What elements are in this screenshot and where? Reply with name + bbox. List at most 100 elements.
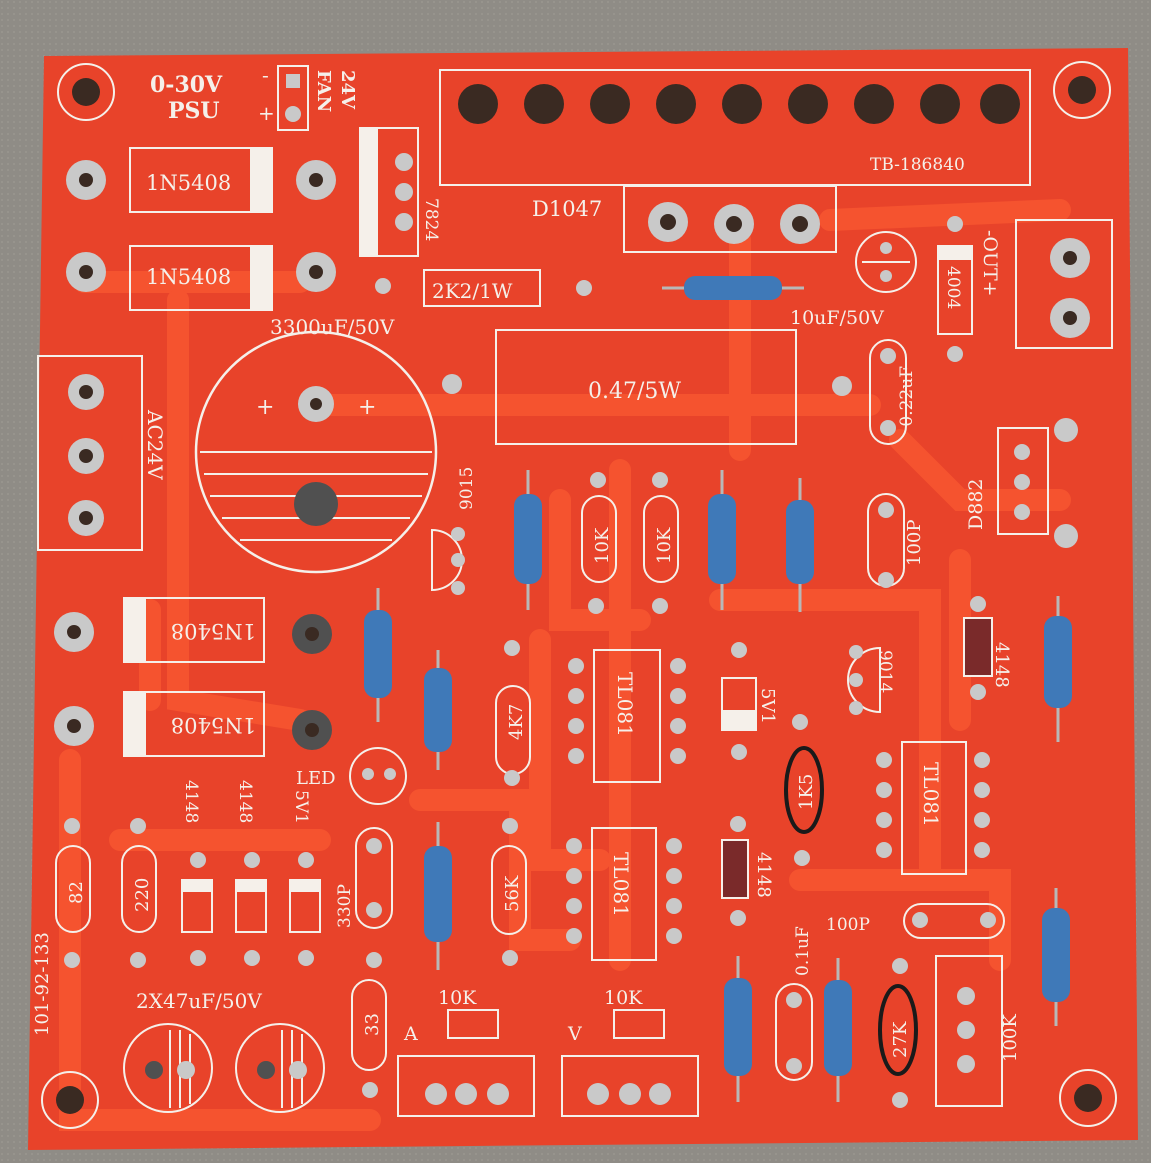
diode-4148-c: 4148 bbox=[235, 780, 267, 966]
part-code: 101-92-133 bbox=[32, 932, 53, 1036]
zener-5v1-b: 5V1 bbox=[289, 790, 321, 966]
pot-a-value: 10K bbox=[438, 987, 477, 1009]
diode-4004: 4004 bbox=[937, 216, 973, 362]
ic-tl081-b: TL081 bbox=[876, 741, 990, 875]
resistor-10k-a: 10K bbox=[581, 472, 617, 614]
zener-5v1-b-label: 5V1 bbox=[291, 790, 311, 824]
diode-4148-d-label: 4148 bbox=[753, 852, 774, 898]
diode-1-label: 1N5408 bbox=[146, 171, 231, 195]
cap-100p-a: 100P bbox=[867, 493, 925, 588]
fan-connector: - + FAN 24V bbox=[258, 63, 358, 131]
res-10k-b-label: 10K bbox=[654, 527, 675, 564]
resistor-2k2-label: 2K2/1W bbox=[432, 279, 513, 303]
res-10k-a-label: 10K bbox=[592, 527, 613, 564]
diode-2-label: 1N5408 bbox=[146, 265, 231, 289]
blue-resistors bbox=[364, 470, 1072, 1102]
ic-tl081-c-label: TL081 bbox=[609, 852, 633, 917]
pot-100k: 100K bbox=[935, 955, 1021, 1107]
pot-100k-label: 100K bbox=[1000, 1014, 1021, 1062]
regulator-7824-label: 7824 bbox=[421, 198, 441, 241]
caps-47uf-label: 2X47uF/50V bbox=[136, 989, 262, 1013]
led-label: LED bbox=[296, 768, 336, 789]
diode-1n5408-third: 1N5408 bbox=[54, 597, 332, 663]
diode-4148-a: 4148 bbox=[963, 596, 1012, 700]
diode-4004-label: 4004 bbox=[943, 266, 963, 309]
res-220-label: 220 bbox=[132, 878, 153, 912]
resistor-047-5w: 0.47/5W bbox=[442, 329, 852, 445]
resistor-82: 82 bbox=[55, 818, 91, 968]
transistor-9015: 9015 bbox=[431, 467, 477, 595]
cap-01uf: 0.1uF bbox=[775, 926, 813, 1081]
cap-01uf-label: 0.1uF bbox=[793, 926, 813, 976]
cap-3300uf: + + 3300uF/50V bbox=[194, 315, 438, 574]
d1047-label: D1047 bbox=[532, 197, 602, 221]
cap-100p-b-label: 100P bbox=[826, 915, 870, 935]
diode-4148-c-label: 4148 bbox=[235, 780, 255, 823]
heatsink-footprint: TB-186840 bbox=[439, 69, 1031, 186]
cap-100p-b: 100P bbox=[826, 903, 1005, 939]
res-33-label: 33 bbox=[362, 1013, 383, 1036]
mounting-holes bbox=[41, 61, 1117, 1129]
transistor-9015-label: 9015 bbox=[457, 467, 477, 510]
resistor-4k7: 4K7 bbox=[495, 640, 531, 786]
resistor-10k-b: 10K bbox=[643, 472, 679, 614]
resistor-56k: 56K bbox=[491, 818, 527, 966]
pot-v-label: V bbox=[567, 1023, 582, 1045]
ac-input-terminal: AC24V bbox=[37, 355, 167, 551]
cap-330p-label: 330P bbox=[335, 884, 355, 928]
cap-10uf: 10uF/50V bbox=[790, 231, 917, 329]
cap-3300uf-label: 3300uF/50V bbox=[270, 315, 395, 339]
fan-voltage: 24V bbox=[337, 70, 358, 110]
res-4k7-label: 4K7 bbox=[506, 704, 527, 740]
diode-4148-a-label: 4148 bbox=[991, 642, 1012, 688]
caps-47uf: 2X47uF/50V bbox=[123, 989, 325, 1113]
fan-plus: + bbox=[258, 101, 275, 125]
transistor-d882: D882 bbox=[965, 418, 1078, 548]
pot-v-value: 10K bbox=[604, 987, 643, 1009]
output-label: -OUT+ bbox=[979, 230, 1001, 297]
cap-022-label: 0.22uF bbox=[897, 366, 917, 427]
board-title-line1: 0-30V bbox=[150, 72, 223, 98]
resistor-33: 33 bbox=[351, 979, 387, 1098]
fan-minus: - bbox=[262, 63, 269, 87]
d882-label: D882 bbox=[965, 479, 987, 531]
board-title-line2: PSU bbox=[168, 98, 220, 124]
diode-1n5408-second: 1N5408 bbox=[66, 245, 336, 311]
diode-1n5408-top: 1N5408 bbox=[66, 147, 336, 213]
fan-label: FAN bbox=[313, 70, 334, 112]
diode-4-label: 1N5408 bbox=[171, 713, 256, 737]
ic-tl081-a: TL081 bbox=[568, 649, 686, 783]
resistor-horizontal-top bbox=[662, 276, 804, 300]
diode-4148-b: 4148 bbox=[181, 780, 213, 966]
zener-5v1-a: 5V1 bbox=[721, 642, 778, 760]
pot-v: 10K V bbox=[561, 987, 699, 1117]
ac-input-label: AC24V bbox=[143, 409, 167, 480]
ic-tl081-a-label: TL081 bbox=[613, 672, 637, 737]
diode-3-label: 1N5408 bbox=[171, 619, 256, 643]
resistor-27k: 27K bbox=[878, 958, 918, 1108]
cap-plus-right: + bbox=[358, 395, 376, 420]
resistor-220: 220 bbox=[121, 818, 157, 968]
diode-4148-d: 4148 bbox=[721, 816, 774, 926]
resistor-1k5: 1K5 bbox=[784, 714, 824, 866]
res-56k-label: 56K bbox=[502, 875, 523, 912]
cap-plus-left: + bbox=[256, 395, 274, 420]
diode-4148-b-label: 4148 bbox=[181, 780, 201, 823]
transistor-9014: 9014 bbox=[847, 645, 895, 715]
heatsink-code: TB-186840 bbox=[870, 155, 965, 175]
ic-tl081-b-label: TL081 bbox=[919, 762, 943, 827]
diode-1n5408-fourth: 1N5408 bbox=[54, 691, 332, 757]
res-82-label: 82 bbox=[66, 881, 87, 904]
copper-traces bbox=[59, 199, 1071, 1131]
res-27k-label: 27K bbox=[890, 1021, 911, 1058]
ic-tl081-c: TL081 bbox=[566, 827, 682, 961]
resistor-2k2: 2K2/1W bbox=[375, 269, 592, 307]
resistor-047-label: 0.47/5W bbox=[588, 379, 681, 404]
pot-a: 10K A bbox=[397, 987, 535, 1117]
led-footprint: LED bbox=[296, 747, 407, 805]
regulator-7824: 7824 bbox=[359, 127, 441, 257]
cap-330p: 330P bbox=[335, 827, 393, 968]
zener-5v1-a-label: 5V1 bbox=[757, 688, 778, 724]
